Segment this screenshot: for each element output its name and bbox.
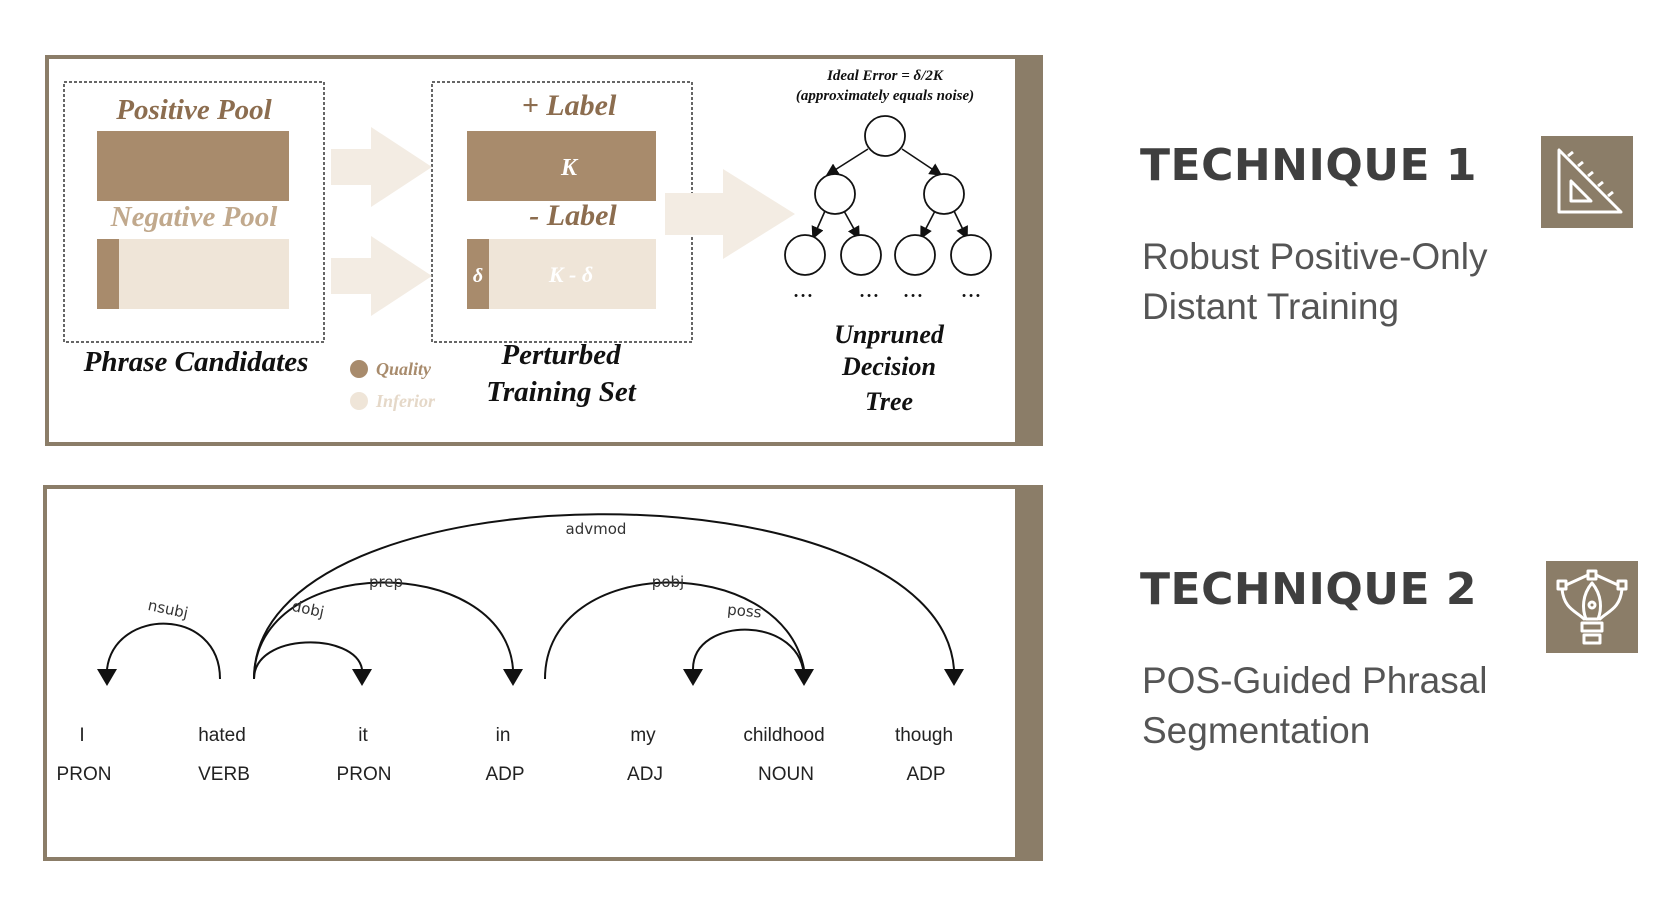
arc-label-pobj: pobj [652, 573, 684, 591]
token-pos: VERB [198, 764, 250, 785]
token-pos: PRON [337, 764, 392, 785]
flow-arrow-negative [331, 236, 432, 316]
plus-label: + Label [522, 89, 617, 122]
tree-ellipsis-3: • • • [904, 290, 922, 302]
token-pos: ADJ [627, 764, 663, 785]
token-pos-tags: PRON VERB PRON ADP ADJ NOUN ADP [57, 764, 946, 785]
distant-training-diagram: Positive Pool Negative Pool + Label K - … [45, 55, 1043, 446]
k-minus-delta-label: K - δ [548, 262, 593, 287]
technique-1-description: Robust Positive-Only Distant Training [1142, 232, 1487, 332]
dependency-parse-diagram: nsubj dobj prep pobj poss advmod I hated… [43, 485, 1043, 861]
technique-1-title: TECHNIQUE 1 [1140, 140, 1478, 191]
negative-pool-bar [97, 239, 289, 309]
delta-bar [467, 239, 489, 309]
tree-ellipsis-2: • • • [860, 290, 878, 302]
arc-label-nsubj: nsubj [146, 596, 189, 622]
positive-pool-bar [97, 131, 289, 201]
token-pos: ADP [906, 764, 945, 785]
token-word: my [630, 725, 656, 746]
pen-tool-icon [1546, 561, 1638, 653]
tree-caption-line1: Unpruned [834, 320, 945, 349]
negative-label-bar [467, 239, 656, 309]
token-word: childhood [743, 725, 824, 746]
token-word: in [496, 725, 511, 746]
noise-note-label: (approximately equals noise) [796, 88, 974, 104]
token-word: though [895, 725, 953, 746]
legend-quality-dot [350, 360, 368, 378]
phrase-candidates-box [63, 81, 325, 343]
minus-label: - Label [529, 199, 617, 232]
token-word: hated [198, 725, 246, 746]
tree-caption-line2: Decision [841, 352, 936, 381]
legend-inferior-dot [350, 392, 368, 410]
token-words: I hated it in my childhood though [79, 725, 953, 746]
arc-label-advmod: advmod [566, 520, 627, 538]
tree-ellipsis-4: • • • [962, 290, 980, 302]
tree-nodes [784, 115, 992, 276]
positive-pool-label: Positive Pool [115, 94, 272, 126]
technique-2-description-line1: POS-Guided Phrasal [1142, 660, 1488, 701]
flow-arrow-positive [331, 127, 432, 207]
tree-edges [811, 148, 968, 240]
flow-arrow-tree [665, 169, 795, 259]
token-pos: NOUN [758, 764, 814, 785]
distant-training-figure: Positive Pool Negative Pool + Label K - … [63, 68, 992, 416]
tree-caption-line3: Tree [865, 387, 913, 416]
arc-label-prep: prep [369, 573, 403, 591]
training-set-caption-line1: Perturbed [500, 339, 621, 371]
arc-label-poss: poss [727, 601, 763, 622]
arc-label-dobj: dobj [290, 597, 325, 621]
technique-1-description-line2: Distant Training [1142, 286, 1400, 327]
negative-pool-quality-part [97, 239, 119, 309]
training-set-caption-line2: Training Set [486, 376, 637, 408]
ideal-error-label: Ideal Error = δ/2K [826, 68, 944, 84]
tree-ellipsis-1: • • • [794, 290, 812, 302]
technique-2-title: TECHNIQUE 2 [1140, 564, 1478, 615]
dependency-parse-figure: nsubj dobj prep pobj poss advmod I hated… [57, 513, 964, 785]
token-word: I [79, 725, 84, 746]
legend-inferior-label: Inferior [375, 391, 436, 411]
set-square-ruler-icon [1541, 136, 1633, 228]
token-word: it [358, 725, 368, 746]
negative-pool-label: Negative Pool [110, 201, 279, 233]
dependency-arcs [106, 513, 955, 680]
technique-2-description: POS-Guided Phrasal Segmentation [1142, 656, 1488, 756]
phrase-candidates-caption: Phrase Candidates [83, 346, 309, 378]
token-pos: ADP [485, 764, 524, 785]
positive-label-bar [467, 131, 656, 201]
token-pos: PRON [57, 764, 112, 785]
legend-quality-label: Quality [376, 359, 432, 379]
k-label: K [560, 155, 579, 181]
delta-label: δ [473, 265, 483, 287]
technique-2-description-line2: Segmentation [1142, 710, 1371, 751]
arc-arrowheads [97, 669, 964, 686]
technique-1-description-line1: Robust Positive-Only [1142, 236, 1488, 277]
arc-labels: nsubj dobj prep pobj poss advmod [146, 520, 762, 622]
